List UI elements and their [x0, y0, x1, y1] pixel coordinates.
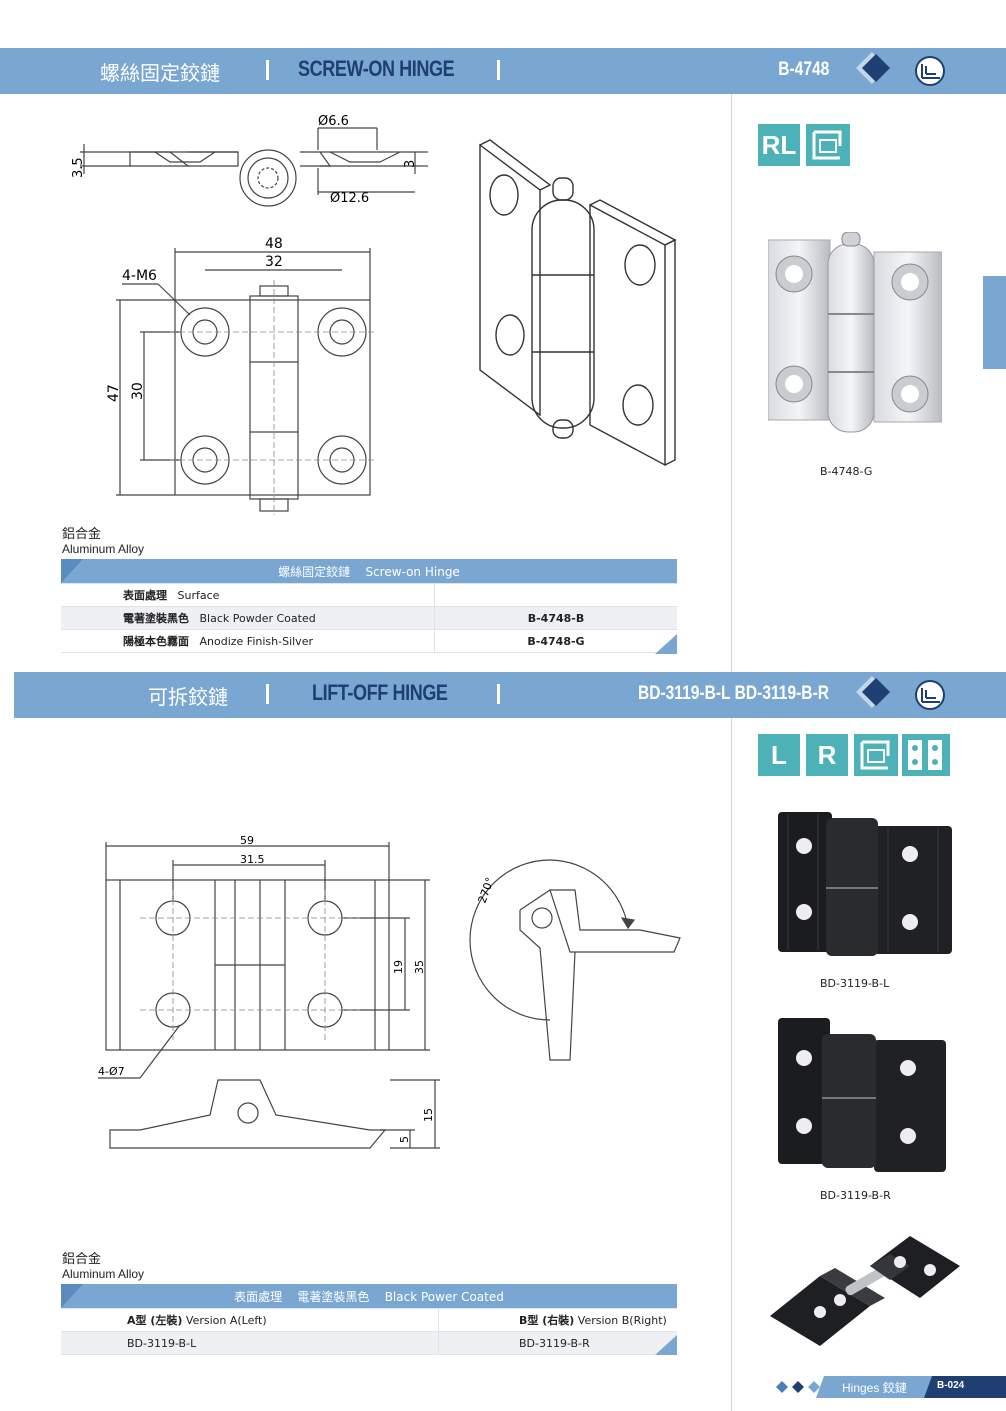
section2-spec-table: 表面處理 電著塗裝黑色 Black Power Coated A型 (左裝) V…	[61, 1284, 677, 1355]
material-en: Aluminum Alloy	[62, 1267, 145, 1281]
dim-15: 15	[422, 1108, 435, 1122]
title-separator	[266, 60, 269, 80]
section2-title-cn: 可拆鉸鏈	[148, 685, 228, 709]
section1-header-band: 螺絲固定鉸鏈 SCREW-ON HINGE B-4748	[0, 48, 1006, 94]
section1-material: 鋁合金 Aluminum Alloy	[62, 523, 144, 556]
dim-4-m6: 4-M6	[122, 268, 157, 284]
table-corner-decor	[655, 634, 677, 654]
section1-product-code: B-4748	[777, 59, 829, 80]
table-row: 陽極本色霧面 Anodize Finish-Silver B-4748-G	[61, 629, 677, 653]
table-corner-decor	[61, 559, 83, 583]
mount-type-icon	[854, 734, 898, 776]
dim-48: 48	[265, 236, 283, 252]
section2-material: 鋁合金 Aluminum Alloy	[62, 1248, 144, 1281]
table-header-row: 螺絲固定鉸鏈 Screw-on Hinge	[61, 559, 677, 584]
section1-technical-drawing: Ø6.6 Ø12.6 3.5 3 48 32 4-M6 47 30	[71, 114, 677, 515]
dim-d126: Ø12.6	[330, 191, 369, 206]
dim-59: 59	[240, 834, 254, 847]
dim-31-5: 31.5	[240, 853, 265, 866]
column-divider	[731, 718, 732, 1411]
photo-caption-b4748-g: B-4748-G	[820, 465, 873, 478]
side-tab	[983, 276, 1006, 369]
table-corner-decor	[655, 1335, 677, 1355]
dim-4-d7: 4-Ø7	[98, 1065, 125, 1078]
product-photo-bd3119-b-l	[778, 812, 952, 956]
table-row: BD-3119-B-L BD-3119-B-R	[61, 1331, 677, 1355]
table-row: 表面處理 Surface	[61, 583, 677, 607]
dim-d66: Ø6.6	[318, 114, 349, 129]
photo-caption-bd3119-b-l: BD-3119-B-L	[820, 977, 890, 990]
section1-spec-table: 螺絲固定鉸鏈 Screw-on Hinge 表面處理 Surface 電著塗裝黑…	[61, 559, 677, 653]
footer-bar	[776, 1376, 1006, 1398]
section2-header-decor	[856, 676, 945, 710]
r-tag: R	[806, 734, 848, 776]
dim-30: 30	[130, 382, 146, 400]
diamond-icon	[792, 1381, 804, 1393]
dim-35: 35	[413, 960, 426, 974]
product-photo-exploded	[770, 1236, 960, 1346]
rl-tag: RL	[758, 124, 800, 166]
mount-type-icon	[806, 124, 850, 166]
material-en: Aluminum Alloy	[62, 542, 145, 556]
title-separator	[497, 60, 500, 80]
table-header-row: 表面處理 電著塗裝黑色 Black Power Coated	[61, 1284, 677, 1309]
section2-title-en: LIFT-OFF HINGE	[312, 680, 448, 705]
dim-3: 3	[403, 160, 418, 168]
section1-header-decor	[856, 52, 945, 86]
section2-technical-drawing: 59 31.5 19 35 4-Ø7 15 5 270°	[98, 834, 681, 1149]
page-number: B-024	[937, 1380, 965, 1391]
photo-caption-bd3119-b-r: BD-3119-B-R	[820, 1189, 891, 1202]
brand-logo-icon	[915, 680, 945, 710]
section2-product-code: BD-3119-B-L BD-3119-B-R	[637, 683, 829, 704]
l-tag: L	[758, 734, 800, 776]
section1-title-cn: 螺絲固定鉸鏈	[100, 61, 220, 85]
column-divider	[731, 94, 732, 672]
title-separator	[497, 684, 500, 704]
diamond-icon	[776, 1381, 788, 1393]
dim-270-angle: 270°	[476, 876, 497, 905]
material-cn: 鋁合金	[62, 527, 102, 542]
dim-3-5: 3.5	[71, 157, 86, 178]
diamond-icon	[862, 678, 890, 706]
table-corner-decor	[61, 1284, 83, 1308]
footer-label: Hinges 鉸鏈	[842, 1381, 907, 1395]
diamond-icon	[862, 54, 890, 82]
table-row: 電著塗裝黑色 Black Powder Coated B-4748-B	[61, 606, 677, 630]
material-cn: 鋁合金	[62, 1252, 102, 1267]
title-separator	[266, 684, 269, 704]
product-photo-bd3119-b-r	[778, 1018, 946, 1172]
section2-header-band: 可拆鉸鏈 LIFT-OFF HINGE BD-3119-B-L BD-3119-…	[14, 672, 1006, 718]
brand-logo-icon	[915, 56, 945, 86]
product-photo-b4748-g	[768, 232, 942, 433]
table-title-cn: 螺絲固定鉸鏈	[278, 564, 351, 579]
table-title-en: Screw-on Hinge	[365, 564, 460, 579]
lift-off-icon	[902, 734, 950, 776]
dim-19: 19	[392, 960, 405, 974]
table-row: A型 (左裝) Version A(Left) B型 (右裝) Version …	[61, 1308, 677, 1332]
dim-32: 32	[265, 254, 283, 270]
dim-47: 47	[106, 384, 122, 402]
diamond-icon	[808, 1381, 820, 1393]
section1-title-en: SCREW-ON HINGE	[298, 56, 455, 81]
dim-5: 5	[398, 1136, 411, 1143]
